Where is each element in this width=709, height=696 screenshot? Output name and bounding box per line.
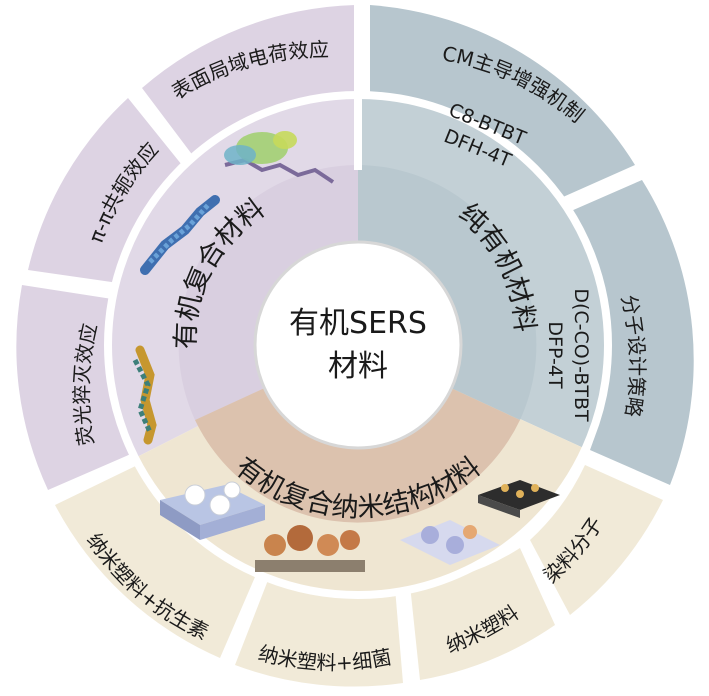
molecular-chain-icon bbox=[224, 131, 335, 184]
center-title-line1: 有机SERS bbox=[289, 306, 427, 341]
center-title-line2: 材料 bbox=[328, 349, 388, 384]
outer-segment-dye bbox=[530, 465, 663, 615]
nanopillar-substrate-icon bbox=[478, 480, 560, 518]
center-circle bbox=[253, 240, 463, 450]
outer-segment-nanoplastic-bacteria bbox=[235, 575, 403, 687]
pure-molecules-right: D(C-CO)-BTBT DFP-4T bbox=[544, 288, 592, 422]
nanoparticle-cluster-icon bbox=[255, 525, 365, 572]
outer-segment-nanoplastic-antibiotic bbox=[55, 460, 258, 658]
outer-segment-pipi bbox=[28, 98, 190, 285]
helix-molecule-icon bbox=[140, 195, 220, 275]
outer-segment-surface bbox=[142, 5, 355, 165]
helix-molecule-icon bbox=[132, 345, 157, 445]
molecule-dfp-4t: DFP-4T bbox=[544, 321, 566, 389]
outer-segment-cm bbox=[370, 5, 635, 205]
nanostructure-film-icon bbox=[400, 520, 500, 565]
molecule-d-c-co-btbt: D(C-CO)-BTBT bbox=[570, 288, 592, 422]
nanosphere-array-icon bbox=[160, 481, 265, 540]
